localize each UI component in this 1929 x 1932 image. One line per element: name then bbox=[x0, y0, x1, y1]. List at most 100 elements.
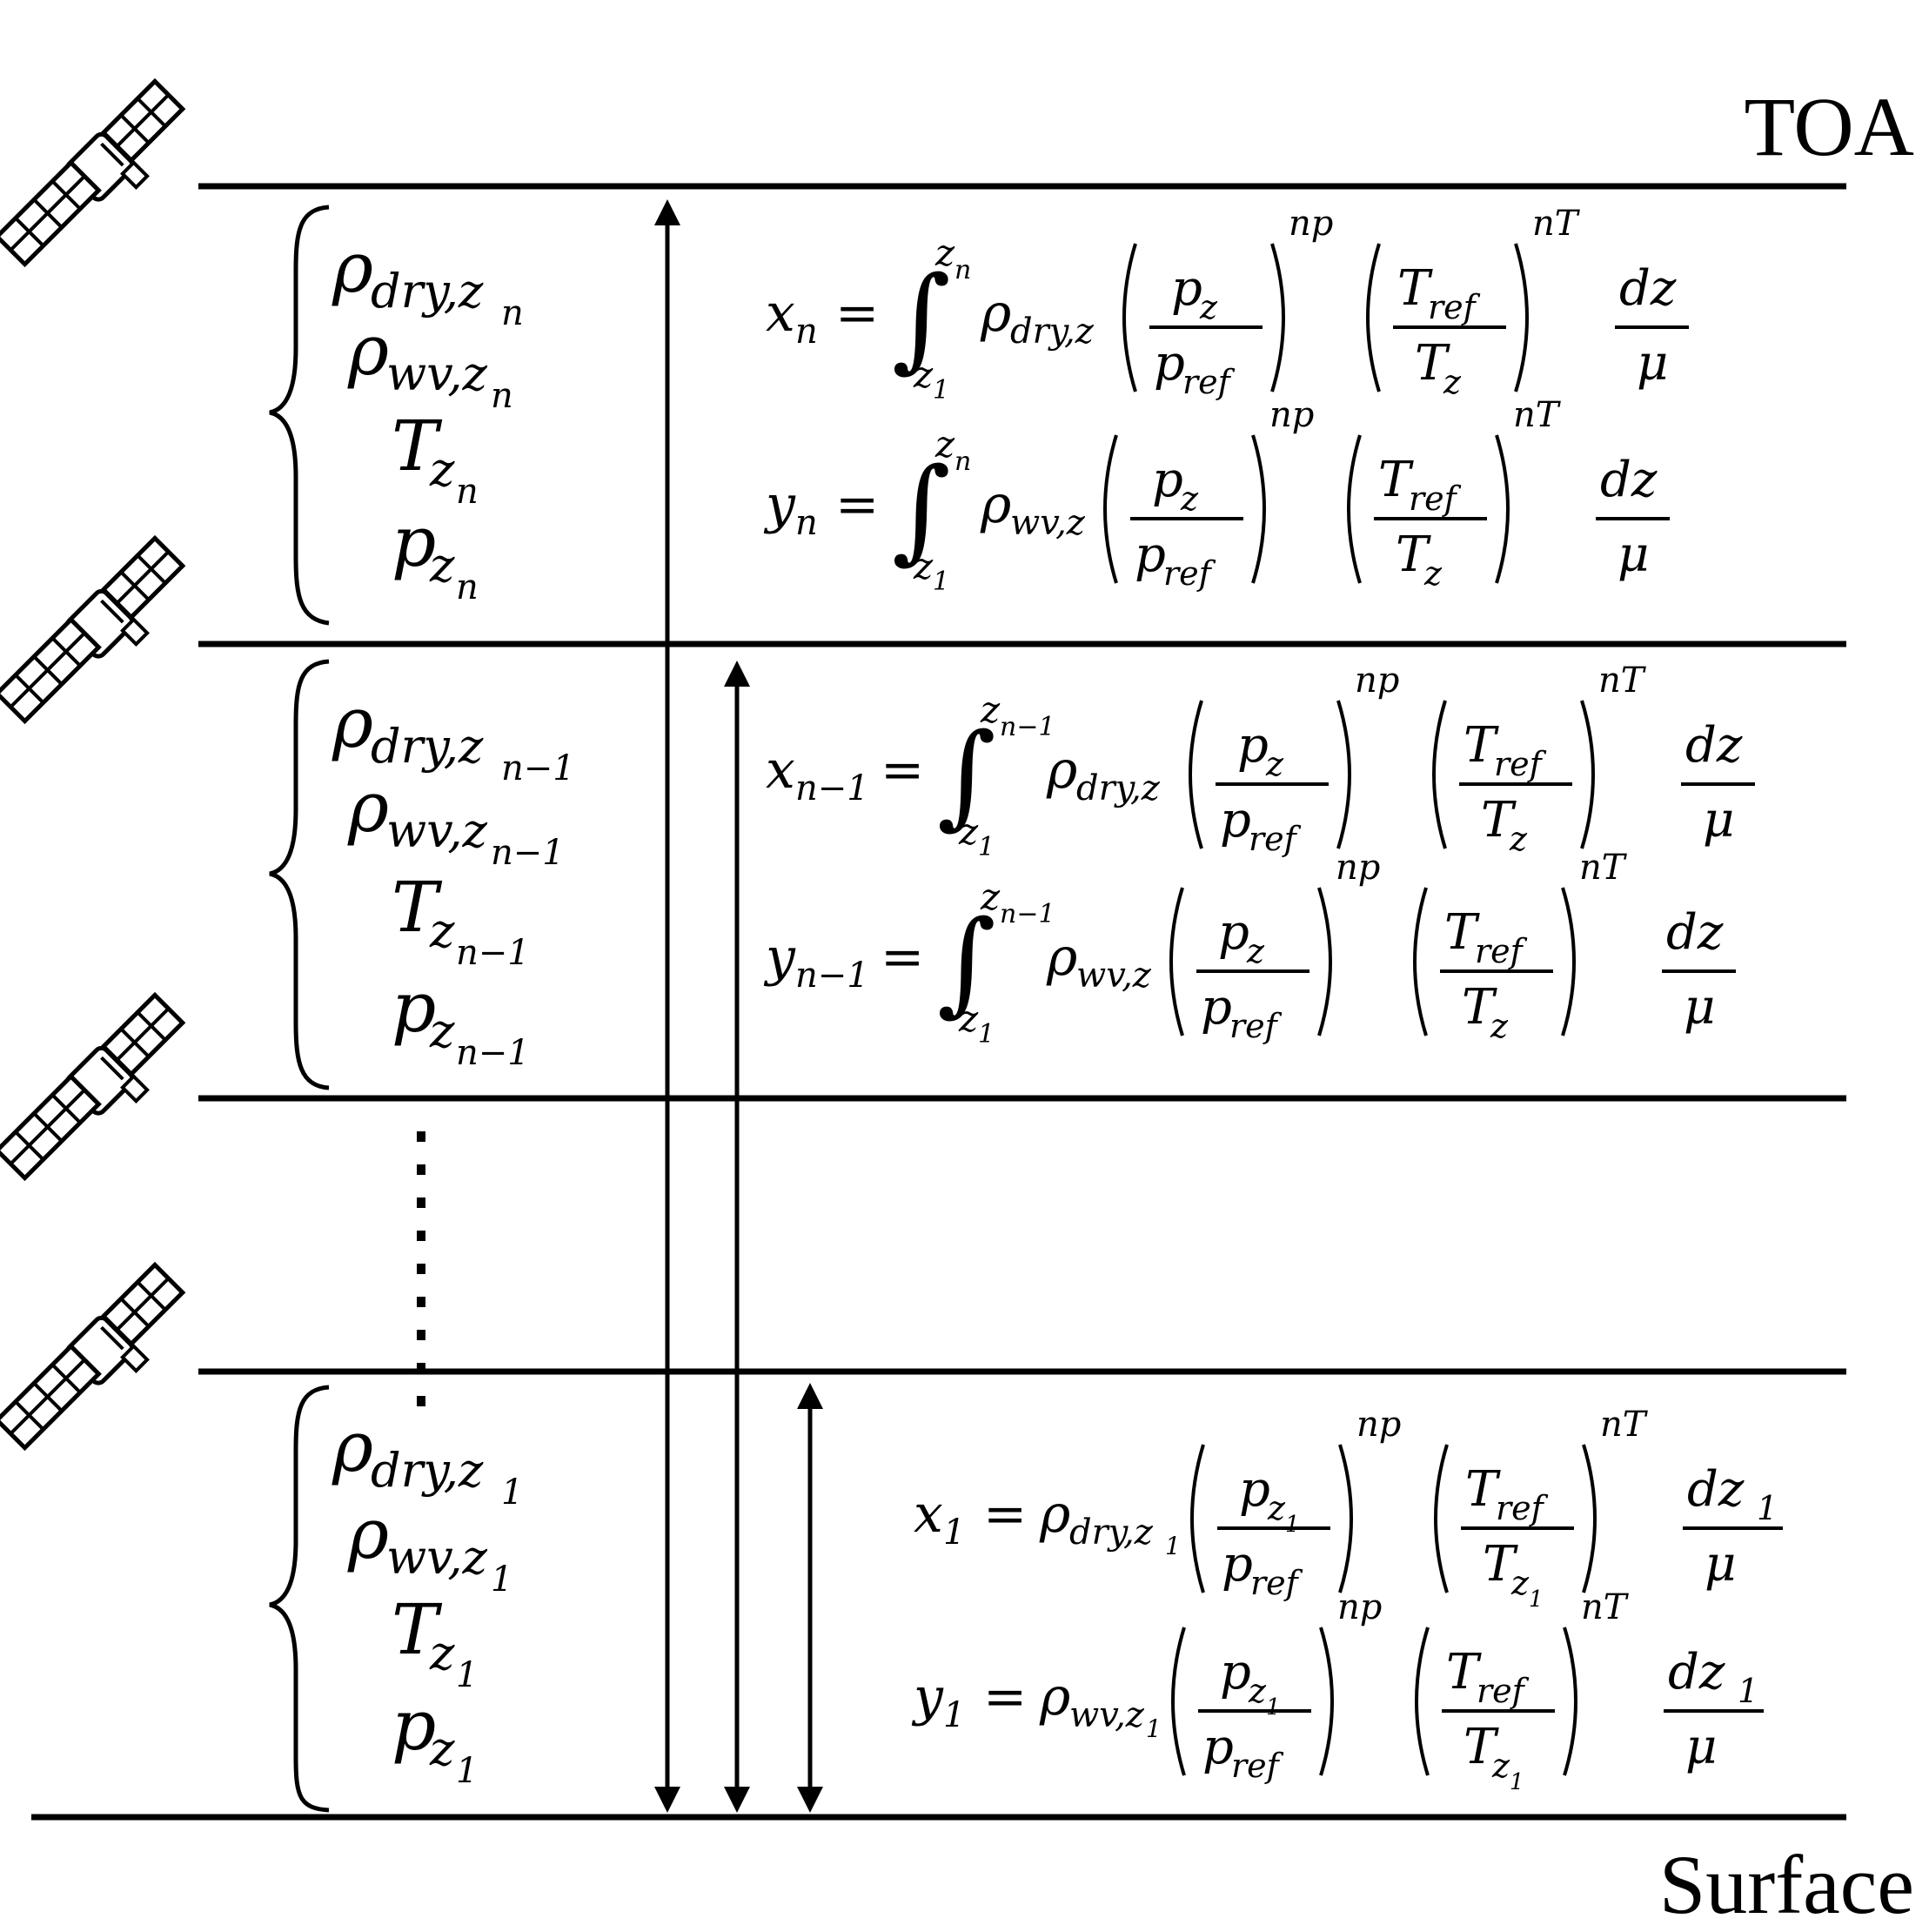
frac-denominator-sub: z bbox=[1490, 1007, 1509, 1045]
variable-symbol: ρ bbox=[347, 1493, 389, 1574]
frac-numerator-sub: ref bbox=[1428, 288, 1481, 326]
frac-numerator-subsub: 1 bbox=[1266, 1694, 1281, 1721]
frac-denominator-sub: ref bbox=[1231, 1747, 1284, 1785]
integral-upper-limit: z bbox=[980, 875, 1001, 918]
integral-sign: ∫ bbox=[937, 896, 996, 1028]
frac-numerator: p bbox=[1152, 452, 1183, 508]
variable-symbol: ρ bbox=[347, 767, 389, 848]
integral-lower-limit: z bbox=[913, 353, 934, 396]
paren-left bbox=[1103, 434, 1118, 584]
frac-numerator: p bbox=[1171, 260, 1202, 317]
frac-denominator: p bbox=[1220, 792, 1251, 849]
frac-denominator-subsub: 1 bbox=[1510, 1769, 1524, 1795]
exponent: np bbox=[1355, 661, 1399, 701]
equals-sign: = bbox=[835, 283, 879, 344]
rho-subscript: dry,z bbox=[1010, 312, 1095, 352]
variable-symbol: p bbox=[392, 501, 436, 582]
equation-lhs: x bbox=[914, 1484, 943, 1545]
variable-sub-subscript: n bbox=[456, 567, 479, 607]
variable-symbol: p bbox=[392, 967, 436, 1048]
paren-right bbox=[1338, 1444, 1353, 1593]
frac-numerator-subsub: 1 bbox=[1285, 1512, 1300, 1538]
frac-denominator-sub: ref bbox=[1182, 363, 1236, 401]
exponent: np bbox=[1337, 1587, 1382, 1627]
variable-sub-subscript: 1 bbox=[501, 1472, 523, 1513]
integral-upper-limit: z bbox=[934, 423, 955, 466]
frac-denominator: μ bbox=[1618, 527, 1649, 583]
integral-upper-limit: z bbox=[980, 688, 1001, 731]
frac-numerator-sub: z bbox=[1265, 745, 1284, 783]
frac-numerator-sub: z bbox=[1267, 1489, 1286, 1527]
equation-lhs-sub: n−1 bbox=[795, 956, 869, 996]
paren-left bbox=[1413, 887, 1428, 1036]
variable-symbol: T bbox=[392, 406, 443, 486]
paren-right bbox=[1563, 1627, 1577, 1776]
exponent: np bbox=[1269, 395, 1314, 435]
paren-right bbox=[1582, 1444, 1597, 1593]
equation-lhs: x bbox=[766, 283, 795, 344]
frac-numerator: dz bbox=[1666, 904, 1724, 961]
exponent: nT bbox=[1532, 204, 1581, 244]
exponent: nT bbox=[1579, 848, 1628, 888]
frac-denominator-sub: z bbox=[1491, 1747, 1510, 1785]
rho-symbol: ρ bbox=[1039, 1484, 1070, 1545]
frac-denominator: T bbox=[1415, 335, 1450, 392]
frac-numerator-sub: z bbox=[1248, 1672, 1267, 1710]
equation-lhs: x bbox=[766, 740, 795, 801]
frac-numerator-sub: ref bbox=[1477, 1672, 1530, 1710]
paren-left bbox=[1169, 887, 1184, 1036]
frac-numerator: p bbox=[1239, 1461, 1270, 1518]
paren-right bbox=[1561, 887, 1576, 1036]
frac-numerator: dz bbox=[1687, 1461, 1745, 1518]
paren-left bbox=[1190, 1444, 1205, 1593]
equals-sign: = bbox=[983, 1667, 1027, 1727]
variable-subscript: z bbox=[429, 538, 455, 593]
paren-left bbox=[1366, 243, 1381, 392]
exponent: nT bbox=[1600, 1405, 1649, 1445]
integral-sign: ∫ bbox=[937, 708, 996, 841]
variable-sub-subscript: n bbox=[456, 472, 479, 512]
frac-numerator-sub: ref bbox=[1496, 1489, 1549, 1527]
frac-denominator: μ bbox=[1684, 979, 1715, 1036]
equals-sign: = bbox=[881, 927, 924, 988]
frac-numerator: dz bbox=[1600, 452, 1658, 508]
rho-subscript: dry,z bbox=[1076, 768, 1161, 808]
paren-left bbox=[1415, 1627, 1430, 1776]
frac-numerator: dz bbox=[1619, 260, 1677, 317]
frac-denominator: T bbox=[1396, 527, 1431, 583]
variable-sub-subscript: 1 bbox=[491, 1560, 512, 1600]
integral-lower-limit: z bbox=[913, 545, 934, 587]
integral-sign: ∫ bbox=[892, 443, 951, 575]
frac-denominator: p bbox=[1135, 527, 1166, 583]
frac-numerator-sub: 1 bbox=[1738, 1672, 1758, 1710]
paren-right bbox=[1514, 243, 1529, 392]
frac-numerator: T bbox=[1446, 1644, 1482, 1701]
integral-lower-limit-sub: 1 bbox=[933, 375, 949, 406]
equation-lhs-sub: n bbox=[795, 503, 818, 543]
variable-symbol: ρ bbox=[332, 227, 373, 308]
frac-denominator: μ bbox=[1637, 335, 1668, 392]
frac-numerator-sub: ref bbox=[1494, 745, 1547, 783]
variable-subscript: dry,z bbox=[371, 264, 484, 319]
satellite-icon bbox=[0, 1265, 183, 1447]
surface-label: Surface bbox=[1659, 1838, 1914, 1931]
rho-subscript: wv,z bbox=[1069, 1695, 1145, 1735]
exponent: np bbox=[1356, 1405, 1401, 1445]
frac-numerator: T bbox=[1397, 260, 1433, 317]
paren-right bbox=[1580, 700, 1595, 849]
rho-symbol: ρ bbox=[980, 474, 1011, 535]
equals-sign: = bbox=[983, 1484, 1027, 1545]
paren-left bbox=[1347, 434, 1362, 584]
paren-right bbox=[1336, 700, 1351, 849]
frac-denominator: μ bbox=[1705, 1536, 1736, 1593]
frac-denominator-sub: ref bbox=[1229, 1007, 1283, 1045]
equation-lhs-sub: n bbox=[795, 312, 818, 352]
frac-denominator-sub: ref bbox=[1249, 820, 1302, 858]
frac-denominator-sub: ref bbox=[1250, 1564, 1303, 1602]
